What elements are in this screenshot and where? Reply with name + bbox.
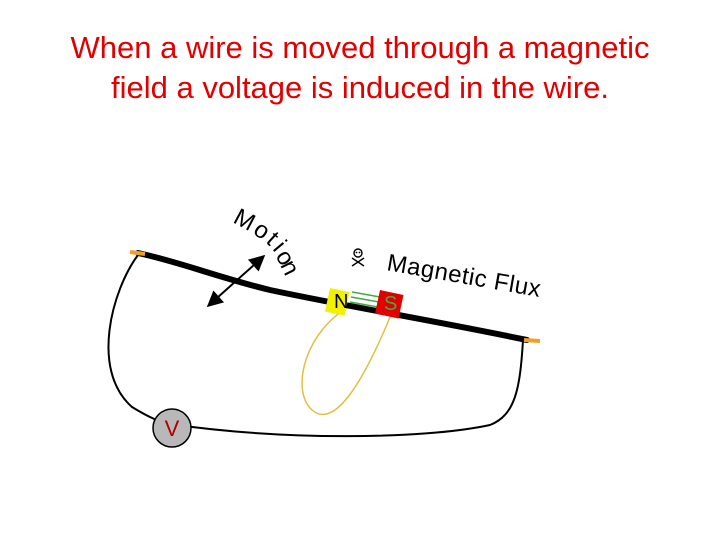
south-pole-label: S <box>384 293 397 315</box>
voltmeter: V <box>152 408 192 448</box>
motion-label: M o t i o n <box>229 203 305 279</box>
field-loop <box>301 304 396 416</box>
right-terminal <box>523 338 541 343</box>
return-wire <box>107 254 524 438</box>
magnetic-flux-label: Magnetic Flux <box>385 249 543 303</box>
left-terminal <box>129 250 146 256</box>
voltmeter-body <box>152 408 192 448</box>
north-pole-label: N <box>334 291 348 313</box>
south-pole <box>375 290 404 319</box>
skull-and-crossbones-icon <box>351 248 365 267</box>
voltmeter-label: V <box>165 416 180 441</box>
motion-arrow <box>206 254 266 308</box>
title-line-2: field a voltage is induced in the wire. <box>110 70 609 105</box>
title-line-1: When a wire is moved through a magnetic <box>70 30 650 65</box>
north-pole <box>325 288 350 316</box>
field-lines <box>349 291 381 308</box>
magnet: N S <box>325 288 404 319</box>
moving-wire <box>135 250 530 343</box>
slide-title: When a wire is moved through a magnetic … <box>0 28 720 108</box>
